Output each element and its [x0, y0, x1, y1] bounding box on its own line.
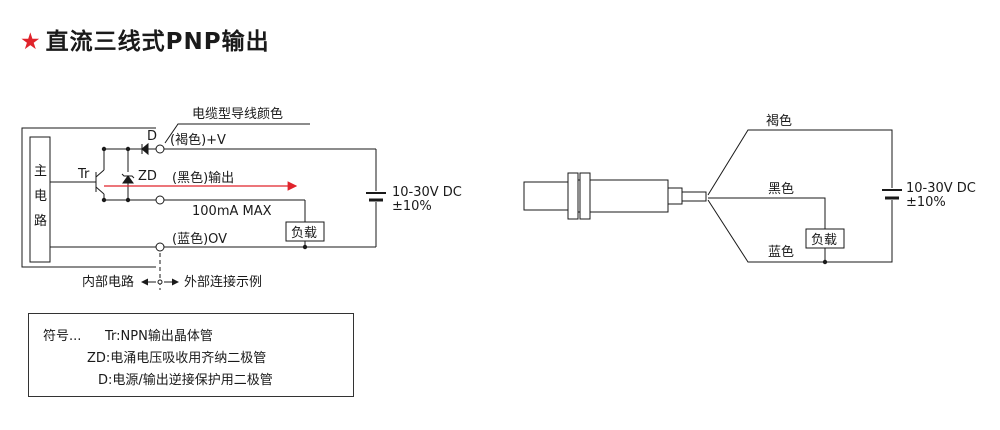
supply-right-line1: 10-30V DC	[906, 181, 976, 196]
sensor-tail	[667, 187, 683, 205]
load-left-label: 负载	[291, 226, 317, 241]
external-wiring-right	[707, 129, 902, 263]
current-max-label: 100mA MAX	[192, 204, 272, 219]
black-wire-label: 黑色	[768, 181, 794, 197]
legend-tr: Tr:NPN输出晶体管	[105, 329, 213, 344]
sensor-nut-2	[579, 172, 591, 220]
zener-diode	[122, 175, 134, 184]
tr-label: Tr	[77, 167, 90, 182]
main-circuit-label-1: 主	[34, 164, 47, 179]
sensor-cable	[681, 191, 707, 202]
symbol-legend: 符号... Tr:NPN输出晶体管 ZD:电涌电压吸收用齐纳二极管 D:电源/输…	[28, 313, 354, 397]
load-right-label: 负载	[811, 233, 837, 248]
supply-right-line2: ±10%	[906, 195, 946, 210]
zd-label: ZD	[138, 169, 157, 184]
sensor-head	[523, 181, 571, 211]
supply-left-line2: ±10%	[392, 199, 432, 214]
legend-zd: ZD:电涌电压吸收用齐纳二极管	[87, 351, 267, 366]
internal-caption: 内部电路	[82, 274, 134, 290]
title-text: 直流三线式PNP输出	[45, 29, 270, 55]
blue-wire-label: 蓝色	[768, 244, 794, 260]
terminal-blue	[155, 242, 165, 252]
external-wiring-left	[164, 123, 386, 248]
brown-plus-v-label: (褐色)+V	[170, 132, 226, 148]
internal-circuit	[21, 127, 165, 290]
star-icon: ★	[20, 29, 42, 55]
terminal-brown	[155, 144, 165, 154]
page-title: ★直流三线式PNP输出	[20, 22, 270, 56]
legend-prefix: 符号...	[43, 329, 82, 344]
d-label: D	[147, 129, 157, 144]
supply-left-line1: 10-30V DC	[392, 185, 462, 200]
cable-color-header: 电缆型导线颜色	[192, 106, 283, 122]
black-output-label: (黑色)输出	[172, 170, 234, 186]
external-caption: 外部连接示例	[184, 274, 262, 290]
blue-0v-label: (蓝色)OV	[172, 231, 227, 247]
sensor-boundary	[21, 127, 156, 268]
legend-d: D:电源/输出逆接保护用二极管	[98, 373, 273, 388]
sensor-nut-1	[567, 172, 579, 220]
terminal-black	[155, 195, 165, 205]
brown-wire-label: 褐色	[766, 113, 792, 129]
main-circuit-label-2: 电	[34, 189, 47, 204]
diode-d	[141, 142, 149, 156]
sensor-body	[523, 172, 707, 220]
main-circuit-label-3: 路	[34, 213, 47, 229]
main-circuit-block	[29, 136, 51, 263]
